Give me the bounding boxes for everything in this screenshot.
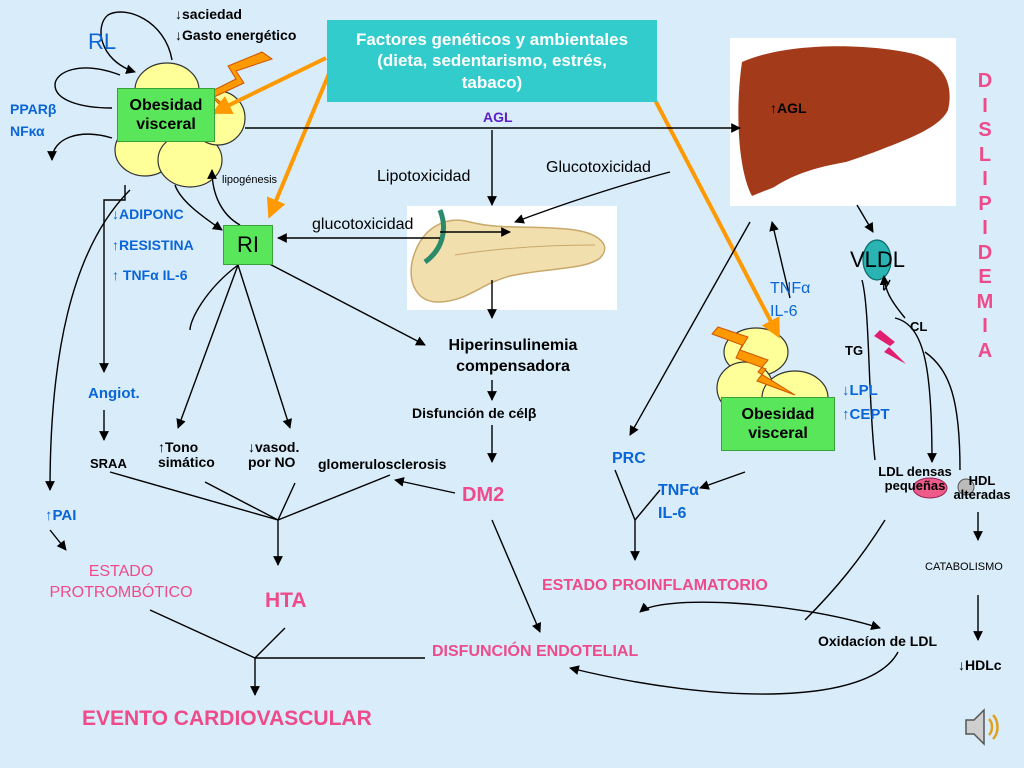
- dislipidemia-letter: I: [982, 94, 988, 117]
- lipotoxicidad-label: Lipotoxicidad: [377, 168, 471, 185]
- estado-proinflamatorio-label: ESTADO PROINFLAMATORIO: [542, 577, 768, 594]
- rl-label: RL: [88, 29, 117, 54]
- nfk-label: NFκα: [10, 123, 45, 139]
- obesidad-visceral-text-right: Obesidad visceral: [741, 405, 815, 442]
- pai-label: ↑PAI: [45, 507, 77, 524]
- agl-label: AGL: [483, 109, 513, 125]
- glomerulosclerosis-label: glomerulosclerosis: [318, 456, 447, 472]
- dm2-label: DM2: [462, 484, 505, 506]
- hiperinsulinemia-label: Hiperinsulinemia compensadora: [448, 337, 578, 375]
- dislipidemia-letter: M: [976, 290, 994, 313]
- cl-label: CL: [910, 319, 928, 334]
- dislipidemia-letter: E: [978, 266, 992, 288]
- dislipidemia-letter: L: [978, 143, 992, 166]
- obesidad-visceral-box-left: Obesidad visceral: [117, 88, 215, 142]
- catabolismo-label: CATABOLISMO: [925, 561, 1003, 573]
- dislipidemia-vertical-label: D I S L I P I D E M I A: [974, 70, 996, 364]
- ri-box: RI: [223, 225, 273, 265]
- ri-text: RI: [237, 232, 259, 257]
- dislipidemia-letter: D: [977, 70, 993, 92]
- evento-cardiovascular-label: EVENTO CARDIOVASCULAR: [82, 707, 372, 730]
- prc-label: PRC: [612, 450, 646, 467]
- il6-right-2-label: IL-6: [658, 505, 687, 522]
- obesidad-visceral-box-right: Obesidad visceral: [721, 397, 835, 451]
- lpl-label: ↓LPL: [842, 382, 878, 399]
- factores-box: Factores genéticos y ambientales (dieta,…: [327, 20, 657, 102]
- lightning-bolt-icon: [711, 326, 796, 396]
- tnf-right-1-label: TNFα: [770, 280, 811, 297]
- dislipidemia-letter: I: [982, 315, 988, 337]
- dislipidemia-letter: I: [982, 217, 988, 239]
- vasod-label: ↓vasod. por NO: [248, 439, 300, 471]
- ldl-particle: [912, 477, 948, 499]
- vldl-label: VLDL: [850, 247, 906, 272]
- estado-protrombotico-label: ESTADO PROTROMBÓTICO: [49, 563, 193, 601]
- dislipidemia-letter: A: [977, 339, 993, 362]
- tg-label: TG: [845, 343, 864, 358]
- disfuncion-cel-label: Disfunción de célβ: [412, 405, 537, 421]
- liver-image: [730, 38, 956, 206]
- tnf-il6-left-label: ↑ TNFα IL-6: [112, 267, 188, 283]
- cept-label: ↑CEPT: [842, 406, 890, 423]
- dislipidemia-letter: D: [977, 241, 993, 264]
- glucotoxicidad-upper-label: Glucotoxicidad: [546, 159, 651, 176]
- hdl-particle: [957, 478, 975, 496]
- speaker-icon[interactable]: [962, 705, 1002, 749]
- angiot-label: Angiot.: [88, 385, 140, 402]
- connector-lines: [45, 11, 983, 696]
- hta-label: HTA: [265, 589, 307, 612]
- ppar-label: PPARβ: [10, 101, 57, 117]
- hdl-alteradas-label: HDL alteradas: [953, 473, 1011, 503]
- tono-label: ↑Tono simático: [158, 439, 215, 471]
- agl-liver-label: ↑AGL: [770, 100, 807, 116]
- dislipidemia-letter: I: [982, 168, 988, 190]
- sraa-label: SRAA: [90, 456, 127, 471]
- resistina-label: ↑RESISTINA: [112, 237, 194, 253]
- saciedad-label: ↓saciedad: [175, 6, 242, 22]
- factores-text: Factores genéticos y ambientales (dieta,…: [355, 30, 629, 92]
- adiponc-label: ↓ADIPONC: [112, 206, 184, 222]
- glucotoxicidad-lower-label: glucotoxicidad: [312, 216, 414, 233]
- ldl-densas-label: LDL densas pequeñas: [878, 464, 952, 494]
- dislipidemia-letter: P: [978, 192, 992, 215]
- disfuncion-endotelial-label: DISFUNCIÓN ENDOTELIAL: [432, 643, 639, 660]
- orange-arrows: [211, 56, 780, 339]
- pancreas-image: [407, 206, 617, 310]
- gasto-energetico-label: ↓Gasto energético: [175, 27, 297, 43]
- lipogenesis-label: lipogénesis: [222, 174, 278, 186]
- obesidad-visceral-text-left: Obesidad visceral: [129, 96, 203, 133]
- vldl-circle: [862, 239, 892, 281]
- lightning-bolt-icon: [874, 330, 906, 364]
- oxidacion-label: Oxidacíon de LDL: [818, 633, 938, 649]
- hdlc-label: ↓HDLc: [958, 657, 1002, 673]
- dislipidemia-letter: S: [978, 119, 992, 141]
- tnf-right-2-label: TNFα: [658, 482, 699, 499]
- il6-right-1-label: IL-6: [770, 303, 798, 320]
